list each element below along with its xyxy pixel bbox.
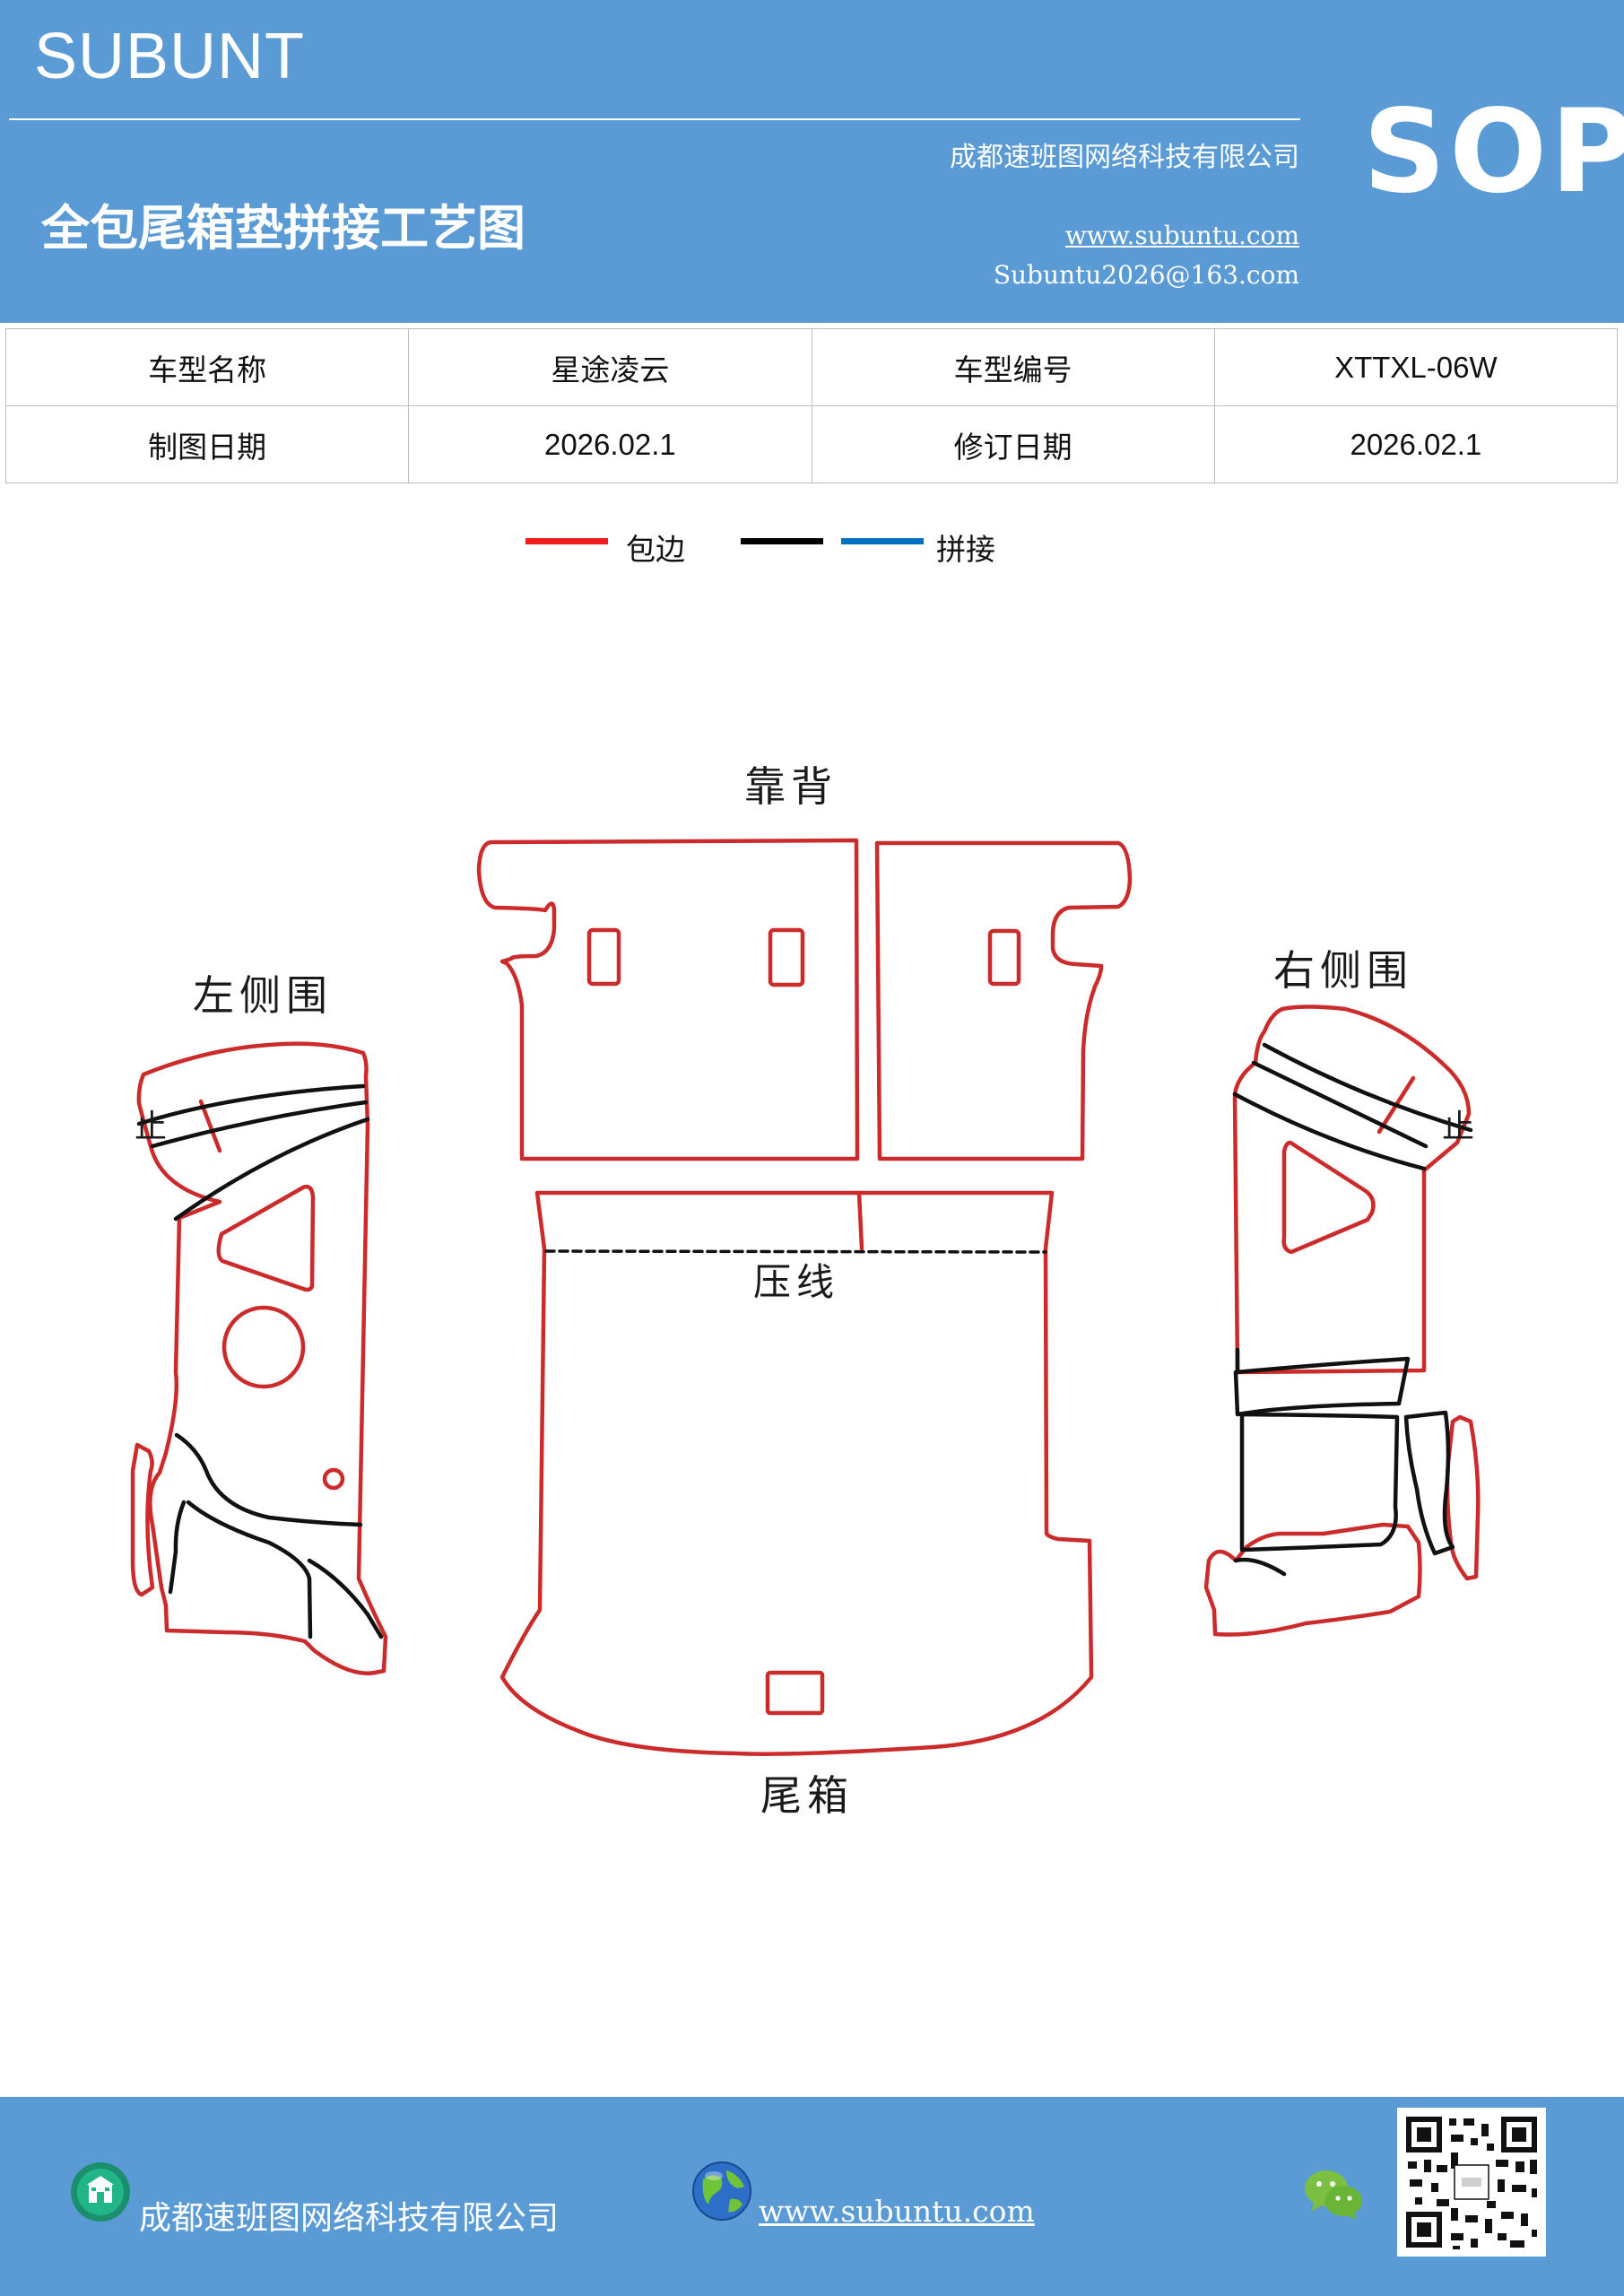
left-side-small-circle (322, 1467, 345, 1491)
revise-date-value: 2026.02.1 (1213, 405, 1619, 483)
trunk-floor-slot (765, 1670, 825, 1716)
brand-name: SUBUNT (34, 21, 306, 92)
left-side-seam-3 (173, 1117, 370, 1222)
header-website-link[interactable]: www.subuntu.com (1064, 221, 1299, 250)
wechat-icon (1305, 2170, 1362, 2221)
right-side-seam-1 (1251, 1060, 1429, 1149)
globe-icon (692, 2161, 751, 2221)
mat-diagram: 靠背 左侧围 右侧围 压线 尾箱 止 止 (130, 762, 1481, 1820)
backrest-slot-2 (768, 927, 805, 987)
right-side-seam-7 (1403, 1410, 1455, 1556)
left-side-label: 左侧围 (193, 971, 333, 1020)
left-side-seam-6 (307, 1558, 384, 1639)
left-side-outline (136, 1041, 388, 1675)
revise-date-label: 修订日期 (811, 405, 1215, 483)
backrest-left-panel (476, 838, 860, 1161)
header-divider (9, 118, 1300, 120)
table-row: 制图日期 2026.02.1 修订日期 2026.02.1 (4, 405, 1619, 483)
legend-swatch-seam-blue (841, 538, 924, 544)
backrest-slot-3 (987, 928, 1021, 987)
model-code-label: 车型编号 (811, 328, 1215, 406)
legend-swatch-seam-black (741, 538, 823, 544)
right-side-outline (1232, 1004, 1472, 1375)
right-side-seam-6 (1239, 1412, 1400, 1552)
right-side-seam-3 (1232, 1091, 1427, 1171)
vehicle-info-table: 车型名称 星途凌云 车型编号 XTTXL-06W 制图日期 2026.02.1 … (4, 328, 1619, 483)
footer-banner: 成都速班图网络科技有限公司 www.subuntu.com (0, 2097, 1624, 2296)
qr-code (1397, 2108, 1546, 2257)
right-side-label: 右侧围 (1273, 946, 1413, 995)
left-side-triangle (216, 1184, 316, 1292)
left-side-seam-5 (186, 1500, 313, 1639)
building-icon (71, 2162, 130, 2222)
trunk-label: 尾箱 (760, 1771, 854, 1820)
table-row: 车型名称 星途凌云 车型编号 XTTXL-06W (4, 328, 1619, 406)
left-side-seam-2 (150, 1100, 369, 1149)
footer-company: 成都速班图网络科技有限公司 (139, 2200, 560, 2237)
right-side-seam-8 (1233, 1557, 1287, 1577)
right-side-right-flap (1445, 1414, 1481, 1581)
legend-label-seam: 拼接 (936, 532, 995, 567)
left-side-cross-mark (198, 1099, 222, 1153)
header-email: Subuntu2026@163.com (993, 260, 1299, 290)
document-title: 全包尾箱垫拼接工艺图 (41, 199, 525, 257)
right-side-lower-outline (1203, 1522, 1422, 1637)
header-company: 成都速班图网络科技有限公司 (950, 142, 1299, 173)
left-side-lower-flap (130, 1442, 155, 1597)
right-side-seam-5 (1233, 1356, 1411, 1417)
press-line-label: 压线 (753, 1260, 839, 1304)
backrest-right-panel (874, 840, 1133, 1161)
left-stop-label: 止 (135, 1109, 167, 1145)
trunk-floor-seam (856, 1190, 864, 1251)
right-stop-label: 止 (1442, 1109, 1474, 1145)
press-line-seam (544, 1249, 1047, 1254)
header-banner: SUBUNT 成都速班图网络科技有限公司 全包尾箱垫拼接工艺图 www.subu… (0, 0, 1624, 323)
draw-date-label: 制图日期 (4, 405, 410, 483)
left-side-seam-7 (168, 1500, 187, 1595)
legend-swatch-edge (525, 538, 608, 544)
right-side-triangle (1281, 1140, 1376, 1255)
legend: 包边 拼接 (0, 520, 1624, 574)
left-side-seam-1 (136, 1083, 366, 1126)
backrest-slot-1 (586, 927, 621, 987)
model-code-value: XTTXL-06W (1213, 328, 1619, 406)
model-name-label: 车型名称 (4, 328, 410, 406)
draw-date-value: 2026.02.1 (408, 405, 812, 483)
model-name-value: 星途凌云 (408, 328, 812, 406)
left-side-seam-4 (174, 1432, 363, 1527)
sop-badge: SOP (1363, 85, 1624, 219)
trunk-floor-panel (499, 1190, 1094, 1756)
left-side-circle (221, 1305, 306, 1389)
right-side-seam-2 (1262, 1042, 1473, 1133)
footer-website-link[interactable]: www.subuntu.com (759, 2194, 1035, 2229)
backrest-label: 靠背 (744, 762, 838, 811)
legend-label-edge: 包边 (626, 532, 685, 567)
